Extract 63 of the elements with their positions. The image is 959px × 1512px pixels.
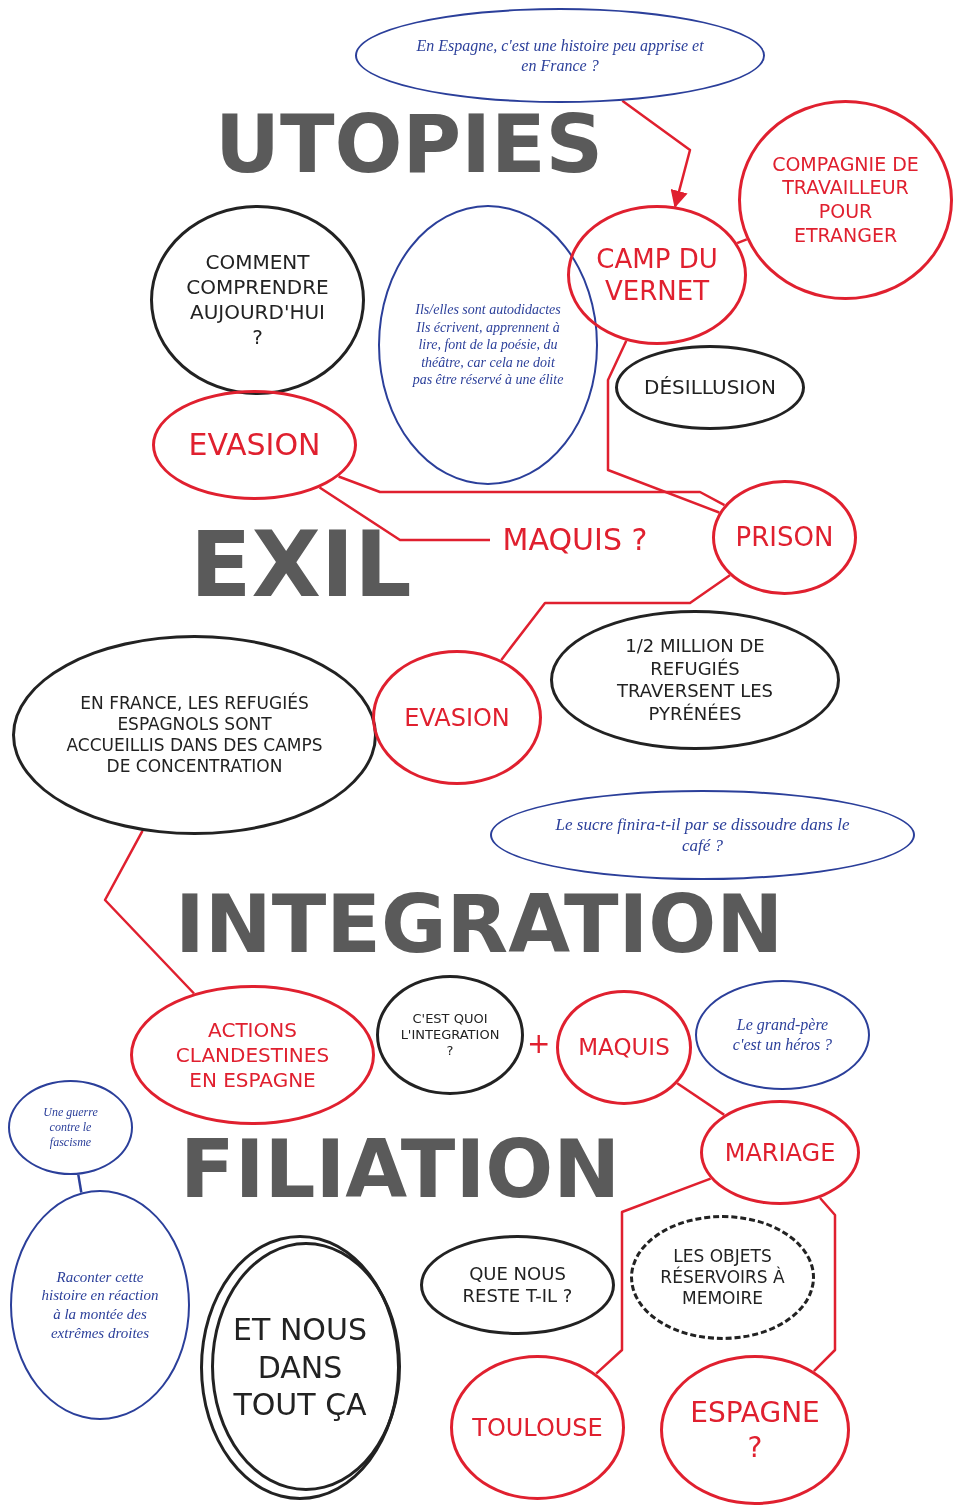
connector-line [103,830,195,995]
plus-sign: + [527,1030,551,1058]
note-bubble [490,790,915,880]
bubble-text: En Espagne, c'est une histoire peu apprise et en France ? [415,35,705,76]
connector-line [77,1174,83,1193]
bubble-text: ESPAGNE ? [690,1395,820,1465]
connector-line [676,1082,725,1116]
connector-line [736,238,748,245]
note-bubble [695,980,870,1090]
bubble-text: 1/2 MILLION DE REFUGIÉS TRAVERSENT LES PYRÉNÉES [616,635,774,725]
bubble-text: Une guerre contre le fascisme [42,1105,99,1150]
bubble-text: COMPAGNIE DE TRAVAILLEUR POUR ETRANGER [771,152,920,248]
connector-line [500,574,731,661]
note-bubble [355,8,765,103]
bubble-text: MARIAGE [724,1137,836,1168]
bubble-text: Le grand-père c'est un héros ? [731,1015,834,1055]
bubble-text: Le sucre finira-t-il par se dissoudre dans le café ? [554,813,851,857]
topic-ellipse [700,1100,860,1205]
connector-line [318,486,490,542]
bubble-text: CAMP DU VERNET [595,242,719,308]
connector-line [338,475,726,507]
topic-ellipse [152,390,357,500]
question-bubble [12,635,377,835]
question-bubble [550,610,840,750]
bubble-text: MAQUIS [578,1033,670,1062]
bubble-text: PRISON [735,521,834,554]
bubble-text: MAQUIS ? [502,521,648,559]
topic-ellipse [712,480,857,595]
connector-line [606,340,720,514]
topic-ellipse [567,205,747,345]
connector-line [595,1177,712,1375]
bubble-text: QUE NOUS RESTE T-IL ? [461,1262,574,1308]
bubble-text: EN FRANCE, LES REFUGIÉS ESPAGNOLS SONT ACCUEILLIS DANS DES CAMPS DE CONCENTRATION [66,692,323,778]
topic-ellipse [372,650,542,785]
question-bubble [420,1235,615,1335]
bubble-text: TOULOUSE [472,1412,603,1443]
bubble-text: Raconter cette histoire en réaction à la montée des extrêmes droites [40,1267,160,1343]
bubble-text: C'EST QUOI L'INTEGRATION ? [400,1010,500,1060]
note-bubble [378,205,598,485]
bubble-text: DÉSILLUSION [644,375,776,400]
bubble-text: EVASION [404,702,510,733]
section-heading: FILIATION [180,1130,621,1210]
connector-line [813,1197,837,1372]
question-bubble [615,345,805,430]
bubble-text: Ils/elles sont autodidactes Ils écrivent, apprennent à lire, font de la poésie, du théâtre, car cela ne doit pas être réservé à une élite [411,301,565,389]
bubble-text: COMMENT COMPRENDRE AUJOURD'HUI ? [185,250,330,350]
bubble-text: LES OBJETS RÉSERVOIRS À MEMOIRE [659,1245,786,1310]
dashed-bubble [630,1215,815,1340]
question-bubble [150,205,365,395]
section-heading: EXIL [190,520,412,610]
arrow [621,99,692,209]
topic-ellipse [450,1355,625,1500]
topic-ellipse [738,100,953,300]
note-bubble [8,1080,133,1175]
bubble-text: ACTIONS CLANDESTINES EN ESPAGNE [174,1017,331,1093]
section-heading: UTOPIES [215,105,604,185]
bubble-text: EVASION [188,426,321,464]
topic-ellipse [660,1355,850,1505]
question-bubble [376,975,524,1095]
section-heading: INTEGRATION [175,885,784,965]
topic-ellipse [130,985,375,1125]
bubble-text: ET NOUS DANS TOUT ÇA [232,1311,368,1424]
topic-ellipse [556,990,692,1105]
